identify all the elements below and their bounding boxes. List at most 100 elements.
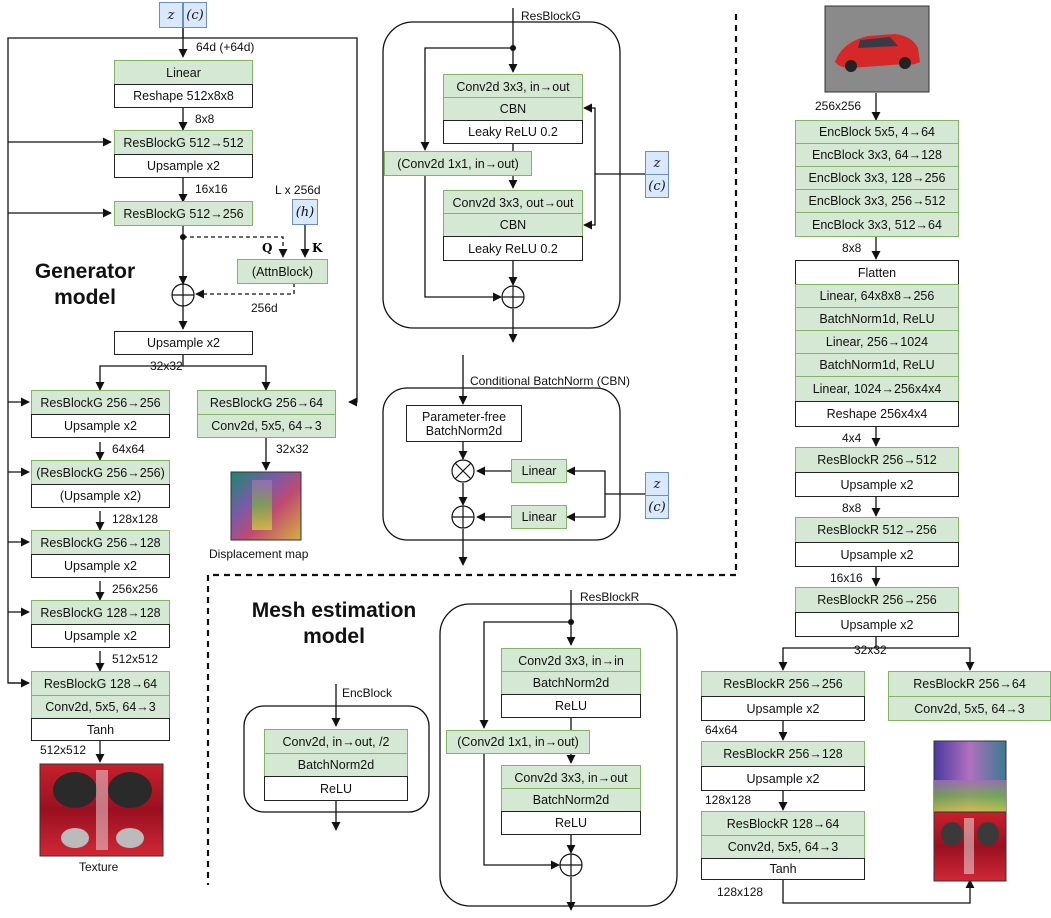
label-16x16: 16x16 <box>195 182 228 196</box>
label-enc-16x16: 16x16 <box>830 571 863 585</box>
rbg-c-input: (c) <box>645 174 669 198</box>
rbg-lrelu2: Leaky ReLU 0.2 <box>443 236 583 261</box>
enc-a-resblockr-2: ResBlockR 256→128 <box>701 741 865 767</box>
enc-linear-2: Linear, 256→1024 <box>795 330 959 354</box>
rbg-conv1: Conv2d 3x3, in→out <box>443 74 583 99</box>
cbn-linear-2: Linear <box>511 505 567 529</box>
tex-tanh: Tanh <box>31 718 170 741</box>
enc-upsample-3: Upsample x2 <box>795 612 959 637</box>
cbn-z-input: z <box>645 472 669 496</box>
texture-caption: Texture <box>79 860 119 874</box>
label-64x64: 64x64 <box>112 442 145 456</box>
label-256x256: 256x256 <box>112 582 159 596</box>
enc-a-tanh: Tanh <box>701 858 865 880</box>
label-l-x-256d: L x 256d <box>275 183 321 197</box>
gen-resblock-512-256: ResBlockG 512→256 <box>114 201 253 226</box>
disp-resblock-256-64: ResBlockG 256→64 <box>197 390 336 415</box>
cbn-parameter-free-bn: Parameter-free BatchNorm2d <box>406 405 522 442</box>
label-q: Q <box>262 241 273 255</box>
enc-flatten: Flatten <box>795 260 959 285</box>
enc-linear-1: Linear, 64x8x8→256 <box>795 284 959 308</box>
enc-block-2: EncBlock 3x3, 64→128 <box>795 143 959 167</box>
rbg-z-input: z <box>645 151 669 175</box>
tex-resblock-256-256: ResBlockG 256→256 <box>31 390 170 415</box>
rbg-conv2: Conv2d 3x3, out→out <box>443 190 583 215</box>
label-k: K <box>312 241 323 255</box>
rbr-bn2: BatchNorm2d <box>501 788 641 812</box>
displacement-caption: Displacement map <box>209 547 309 561</box>
rbr-bn1: BatchNorm2d <box>501 671 641 695</box>
tex-resblock-128-64: ResBlockG 128→64 <box>31 671 170 696</box>
gen-attn-block: (AttnBlock) <box>237 259 328 284</box>
encblock-bn: BatchNorm2d <box>264 753 408 777</box>
tex-resblock-256-128: ResBlockG 256→128 <box>31 530 170 555</box>
texture-image <box>39 763 164 857</box>
label-enc-8x8: 8x8 <box>842 241 862 255</box>
tex-conv2d: Conv2d, 5x5, 64→3 <box>31 695 170 719</box>
enc-upsample-2: Upsample x2 <box>795 542 959 567</box>
cbn-linear-1: Linear <box>511 459 567 483</box>
disp-conv2d: Conv2d, 5x5, 64→3 <box>197 414 336 438</box>
gen-linear: Linear <box>114 60 253 85</box>
rbg-skip-conv: (Conv2d 1x1, in→out) <box>384 151 532 176</box>
enc-a-resblockr-3: ResBlockR 128→64 <box>701 811 865 836</box>
enc-a-conv2d: Conv2d, 5x5, 64→3 <box>701 835 865 859</box>
enc-upsample-1: Upsample x2 <box>795 472 959 497</box>
label-256d: 256d <box>251 301 278 315</box>
rbr-skip-conv: (Conv2d 1x1, in→out) <box>446 730 590 754</box>
rbr-conv1: Conv2d 3x3, in→in <box>501 648 641 673</box>
label-texture-size: 512x512 <box>40 743 87 757</box>
encblock-relu: ReLU <box>264 776 408 801</box>
enc-resblockr-1: ResBlockR 256→512 <box>795 447 959 473</box>
tex-upsample-optional: (Upsample x2) <box>31 484 170 508</box>
gen-resblock-512-512: ResBlockG 512→512 <box>114 130 253 155</box>
label-enc-4x4: 4x4 <box>842 431 862 445</box>
label-32x32: 32x32 <box>150 359 183 373</box>
generator-title: Generator model <box>34 260 136 309</box>
mesh-title: Mesh estimation model <box>251 599 417 648</box>
enc-resblockr-3: ResBlockR 256→256 <box>795 587 959 613</box>
rbr-relu2: ReLU <box>501 811 641 835</box>
rbg-lrelu1: Leaky ReLU 0.2 <box>443 120 583 144</box>
enc-b-resblockr: ResBlockR 256→64 <box>888 671 1051 697</box>
enc-bn-2: BatchNorm1d, ReLU <box>795 353 959 377</box>
enc-a-upsample-1: Upsample x2 <box>701 696 865 721</box>
displacement-map-image <box>230 471 302 541</box>
output-texture-image <box>933 811 1007 882</box>
tex-upsample-1: Upsample x2 <box>31 414 170 438</box>
generator-c-input: (c) <box>183 2 207 28</box>
label-enc-out-128x128: 128x128 <box>717 885 764 899</box>
enc-b-conv2d: Conv2d, 5x5, 64→3 <box>888 696 1051 721</box>
label-512x512: 512x512 <box>112 652 159 666</box>
gen-h-input: (h) <box>292 199 318 225</box>
encblock-title: EncBlock <box>342 686 393 700</box>
tex-resblock-optional: (ResBlockG 256→256) <box>31 460 170 485</box>
enc-linear-3: Linear, 1024→256x4x4 <box>795 376 959 402</box>
resblockr-title: ResBlockR <box>580 590 640 604</box>
label-enc-128x128: 128x128 <box>705 793 752 807</box>
output-displacement-image <box>933 740 1007 813</box>
gen-upsample-1: Upsample x2 <box>114 154 253 178</box>
resblockg-title: ResBlockG <box>521 9 582 23</box>
generator-z-input: z <box>159 2 183 28</box>
enc-block-5: EncBlock 3x3, 512→64 <box>795 212 959 237</box>
label-disp-32x32: 32x32 <box>276 442 309 456</box>
label-8x8: 8x8 <box>195 112 215 126</box>
enc-reshape: Reshape 256x4x4 <box>795 401 959 427</box>
enc-bn-1: BatchNorm1d, ReLU <box>795 307 959 331</box>
car-input-image <box>824 5 930 93</box>
enc-resblockr-2: ResBlockR 512→256 <box>795 517 959 543</box>
rbg-cbn2: CBN <box>443 213 583 237</box>
encblock-conv: Conv2d, in→out, /2 <box>264 729 408 754</box>
cbn-c-input: (c) <box>645 495 669 519</box>
enc-a-resblockr-1: ResBlockR 256→256 <box>701 671 865 697</box>
cbn-title: Conditional BatchNorm (CBN) <box>470 374 631 388</box>
tex-resblock-128-128: ResBlockG 128→128 <box>31 600 170 625</box>
tex-upsample-3: Upsample x2 <box>31 554 170 578</box>
gen-reshape: Reshape 512x8x8 <box>114 84 253 108</box>
rbr-relu1: ReLU <box>501 694 641 718</box>
tex-upsample-4: Upsample x2 <box>31 624 170 648</box>
enc-block-3: EncBlock 3x3, 128→256 <box>795 166 959 190</box>
rbg-cbn1: CBN <box>443 97 583 121</box>
